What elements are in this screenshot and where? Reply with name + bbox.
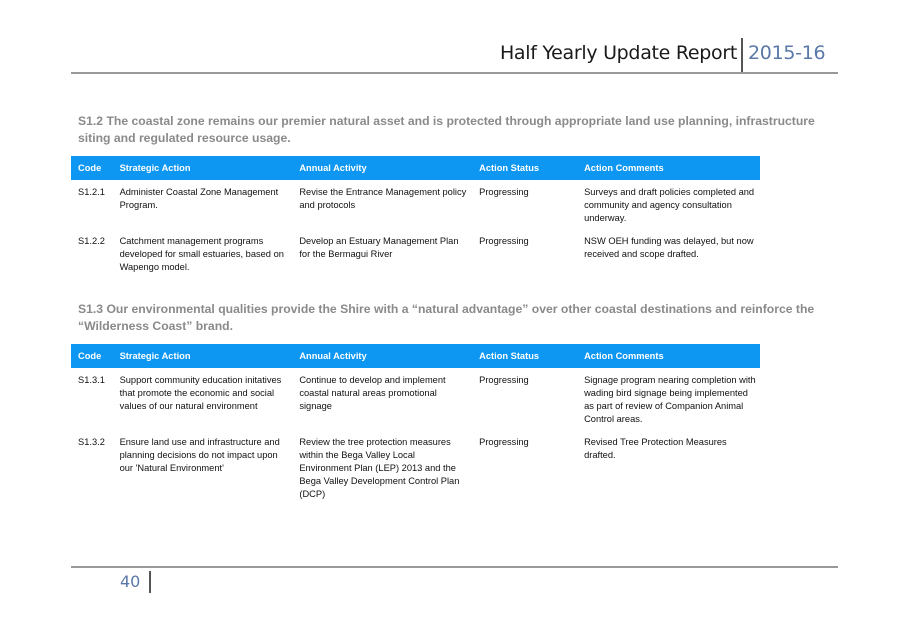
cell-annual-activity: Review the tree protection measures with… [299,437,460,499]
column-header-annual-activity: Annual Activity [292,156,473,180]
cell-action-comments: Surveys and draft policies completed and… [584,187,755,223]
report-year: 2015-16 [748,42,826,64]
table-row: S1.3.2 Ensure land use and infrastructur… [71,436,760,507]
actions-table-s1-3: Code Strategic Action Annual Activity Ac… [71,344,760,507]
cell-annual-activity: Continue to develop and implement coasta… [299,375,446,411]
footer-rule [71,566,838,568]
cell-annual-activity: Revise the Entrance Management policy an… [299,187,467,210]
cell-strategic-action: Administer Coastal Zone Management Progr… [119,187,279,210]
section-heading-s1-2: S1.2 The coastal zone remains our premie… [78,114,815,145]
table-header-row: Code Strategic Action Annual Activity Ac… [71,156,760,180]
page-number: 40 [120,572,141,591]
section-heading-s1-3: S1.3 Our environmental qualities provide… [78,302,815,333]
cell-action-status: Progressing [479,375,529,385]
column-header-strategic-action: Strategic Action [112,344,293,368]
column-header-action-status: Action Status [472,344,578,368]
report-title: Half Yearly Update Report [499,42,737,64]
cell-action-status: Progressing [479,437,529,447]
actions-table-s1-2: Code Strategic Action Annual Activity Ac… [71,156,760,280]
table-row: S1.3.1 Support community education inita… [71,368,760,436]
cell-action-comments: Revised Tree Protection Measures drafted… [584,437,727,460]
column-header-code: Code [71,344,113,368]
column-header-action-comments: Action Comments [577,344,760,368]
cell-strategic-action: Catchment management programs developed … [119,236,284,272]
cell-code: S1.2.1 [78,187,105,197]
footer-divider [149,571,151,593]
cell-action-status: Progressing [479,236,529,246]
cell-code: S1.2.2 [78,236,105,246]
cell-strategic-action: Support community education initatives t… [119,375,282,411]
table-header-row: Code Strategic Action Annual Activity Ac… [71,344,760,368]
header-rule [71,72,838,74]
column-header-action-comments: Action Comments [577,156,760,180]
cell-action-comments: NSW OEH funding was delayed, but now rec… [584,236,754,259]
table-row: S1.2.2 Catchment management programs dev… [71,235,760,280]
cell-annual-activity: Develop an Estuary Management Plan for t… [299,236,459,259]
cell-action-status: Progressing [479,187,529,197]
cell-code: S1.3.2 [78,437,105,447]
column-header-strategic-action: Strategic Action [112,156,293,180]
cell-strategic-action: Ensure land use and infrastructure and p… [119,437,280,473]
column-header-code: Code [71,156,113,180]
column-header-annual-activity: Annual Activity [292,344,473,368]
column-header-action-status: Action Status [472,156,578,180]
table-row: S1.2.1 Administer Coastal Zone Managemen… [71,180,760,235]
cell-action-comments: Signage program nearing completion with … [584,375,756,424]
cell-code: S1.3.1 [78,375,105,385]
header-divider [741,38,743,74]
